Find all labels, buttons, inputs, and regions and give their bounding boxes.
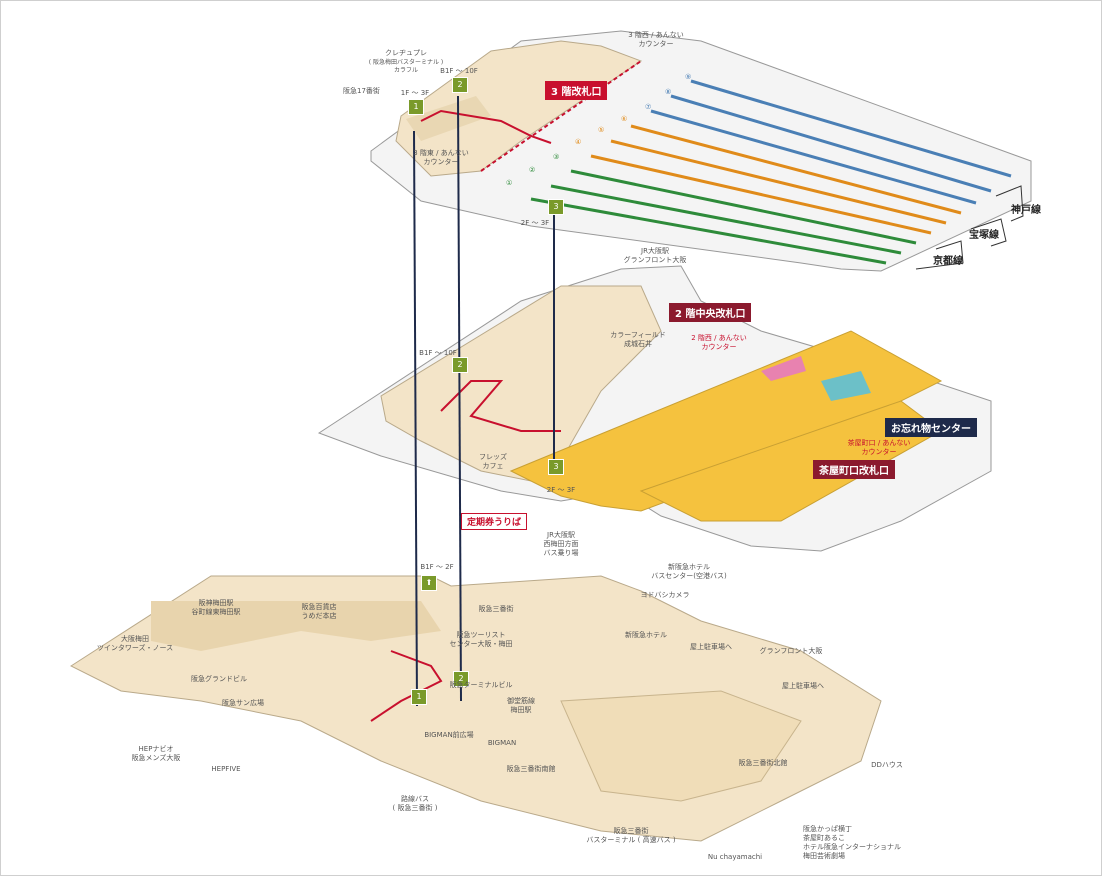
label-nu-chayamachi: Nu chayamachi — [707, 853, 763, 861]
lift-icon: 2 — [452, 357, 468, 373]
label-jr-osaka: JR大阪駅 西梅田方面 バス乗り場 — [543, 531, 579, 557]
label-dd-house: DDハウス — [871, 761, 903, 769]
label-bus-terminal: 阪急三番街 バスターミナル ( 高速バス ) — [586, 827, 676, 844]
lift-icon: 1 — [408, 99, 424, 115]
label-sanbangai-15: 阪急三番街 — [478, 605, 514, 613]
floor2-structure — [317, 265, 992, 552]
floor3-gate-label: 3 階改札口 — [545, 81, 608, 100]
label-hanshin: 阪神梅田駅 谷町線東梅田駅 — [191, 599, 241, 616]
label-hankyu-dept: 阪急百貨店 うめだ本店 — [301, 603, 337, 620]
floor1-lift-label: B1F ～ 2F — [420, 563, 454, 571]
floor2-lift-2f-label: 2F ～ 3F — [546, 486, 576, 494]
platform-number: ⑨ — [685, 73, 692, 81]
lift-icon: 3 — [548, 199, 564, 215]
floor2-chayamachi-gate-label: 茶屋町口改札口 — [813, 460, 895, 479]
label-bus-center: 新阪急ホテル バスセンター(空港バス) — [651, 563, 727, 580]
label-midosuji: 御堂筋線 梅田駅 — [507, 697, 535, 714]
label-sanbangai-north: 阪急三番街北館 — [738, 759, 788, 767]
label-shin-hankyu-hotel: 新阪急ホテル — [625, 631, 667, 639]
floor3-lift-2f-label: 2F ～ 3F — [520, 219, 550, 227]
label-bigman-front: BIGMAN前広場 — [424, 731, 474, 739]
floor3-lift-label: 1F ～ 3F — [400, 89, 430, 97]
label-sanbangai: 阪急サン広場 — [222, 699, 264, 707]
floor3-west-info: 3 階西 / あんない カウンター — [628, 31, 684, 48]
lift-icon: 2 — [453, 671, 469, 687]
label-rooftop-1: 屋上駐車場へ — [690, 643, 732, 651]
label-terminal-bldg: 阪急ターミナルビル — [449, 681, 513, 689]
platform-number: ① — [506, 179, 513, 187]
floor2-lost-found-label: お忘れ物センター — [885, 418, 977, 437]
lift-icon: 3 — [548, 459, 564, 475]
floor2-west-info: 2 階西 / あんない カウンター — [691, 334, 747, 351]
label-bic-camera: ヨドバシカメラ — [640, 591, 690, 599]
lift-icon: ⬆ — [421, 575, 437, 591]
platform-number: ⑧ — [665, 88, 672, 96]
floor1-structure — [69, 575, 882, 842]
label-hep-navio: HEPナビオ 阪急メンズ大阪 — [131, 745, 181, 762]
floor3-street-label: 阪急17番街 — [343, 87, 380, 95]
label-chayamachi: 阪急かっぱ横丁 茶屋町あるこ ホテル阪急インターナショナル 梅田芸術劇場 — [803, 825, 901, 860]
label-route-bus: 路線バス ( 阪急三番街 ) — [392, 795, 438, 812]
label-tourist: 阪急ツーリスト センター大阪・梅田 — [449, 631, 513, 648]
label-hep-five: HEPFIVE — [211, 765, 241, 773]
line-kobe: 神戸線 — [1011, 205, 1041, 216]
platform-number: ⑤ — [598, 126, 605, 134]
label-osaka-umeda: 大阪梅田 ツインタワーズ・ノース — [96, 635, 174, 652]
floor2-lift-label: B1F ～ 10F — [419, 349, 457, 357]
floor3-east-info: 3 階東 / あんない カウンター — [413, 149, 469, 166]
lift-icon: 1 — [411, 689, 427, 705]
floor2-teiki-label: 定期券うりば — [461, 513, 528, 530]
platform-number: ④ — [575, 138, 582, 146]
floor3-shop-sub-label: ( 阪急梅田バスターミナル ) カラフル — [368, 59, 444, 74]
platform-number: ⑥ — [621, 115, 628, 123]
floor3-lift-b1-label: B1F ～ 10F — [440, 67, 478, 75]
platform-number: ③ — [553, 153, 560, 161]
platform-number: ⑦ — [645, 103, 652, 111]
elevator-shafts — [413, 95, 555, 707]
label-rooftop-2: 屋上駐車場へ — [782, 682, 824, 690]
floor2-central-gate-label: 2 階中央改札口 — [669, 303, 752, 322]
floor2-cafe-label: フレッズ カフェ — [479, 453, 507, 470]
label-bigman: BIGMAN — [487, 739, 517, 747]
line-kyoto: 京都線 — [933, 256, 963, 267]
label-sanbangai-south: 阪急三番街南館 — [506, 765, 556, 773]
floor2-jr-label: JR大阪駅 グランフロント大阪 — [623, 247, 687, 264]
floor2-color-field-label: カラーフィールド 成城石井 — [610, 331, 666, 348]
floor2-chaya-info: 茶屋町口 / あんない カウンター — [847, 439, 911, 456]
platform-number: ② — [529, 166, 536, 174]
floor3-shop-label: クレヂュプレ — [385, 49, 427, 57]
label-grand-bldg: 阪急グランドビル — [191, 675, 247, 683]
line-takarazuka: 宝塚線 — [969, 230, 999, 241]
lift-icon: 2 — [452, 77, 468, 93]
label-grand-front: グランフロント大阪 — [759, 647, 823, 655]
